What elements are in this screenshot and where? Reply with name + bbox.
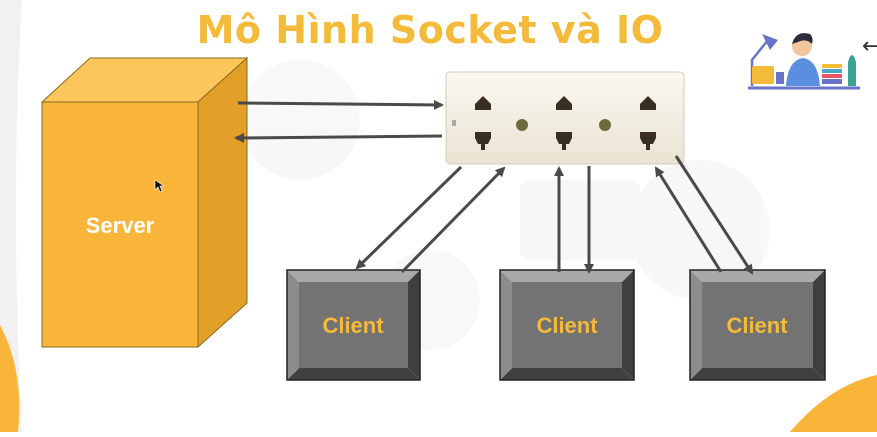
arrow-client-1-to-socket bbox=[400, 166, 506, 274]
outlet-1 bbox=[475, 96, 491, 150]
connection-arrows bbox=[234, 99, 754, 275]
presenter-illustration bbox=[742, 10, 864, 96]
client-2-label: Client bbox=[536, 313, 598, 338]
server-box bbox=[40, 56, 249, 349]
slide-title: Mô Hình Socket và IO bbox=[196, 8, 664, 52]
left-edge-shade bbox=[0, 0, 22, 432]
bottom-left-corner-accent bbox=[0, 325, 20, 432]
client-box-2 bbox=[499, 269, 635, 381]
outlet-3 bbox=[640, 96, 656, 150]
arrow-server-to-socket bbox=[237, 99, 444, 110]
mouse-pointer-icon bbox=[154, 179, 165, 193]
server-label: Server bbox=[86, 213, 155, 238]
arrow-socket-to-client-3 bbox=[674, 155, 754, 275]
indicator-light-2 bbox=[599, 119, 611, 131]
indicator-light-1 bbox=[516, 119, 528, 131]
power-strip bbox=[445, 71, 685, 165]
bottom-right-corner-accent bbox=[790, 375, 877, 432]
client-3-label: Client bbox=[726, 313, 788, 338]
outlet-2 bbox=[556, 96, 572, 150]
client-box-3 bbox=[689, 269, 826, 381]
arrow-client-3-to-socket bbox=[654, 166, 723, 273]
client-box-1 bbox=[286, 269, 421, 381]
arrow-socket-to-client-1 bbox=[355, 165, 463, 270]
server-side-face bbox=[197, 56, 248, 349]
server-front-face bbox=[41, 101, 199, 348]
arrow-left-icon[interactable]: ← bbox=[862, 34, 877, 59]
client-1-label: Client bbox=[322, 313, 384, 338]
arrow-socket-to-server bbox=[234, 132, 443, 143]
